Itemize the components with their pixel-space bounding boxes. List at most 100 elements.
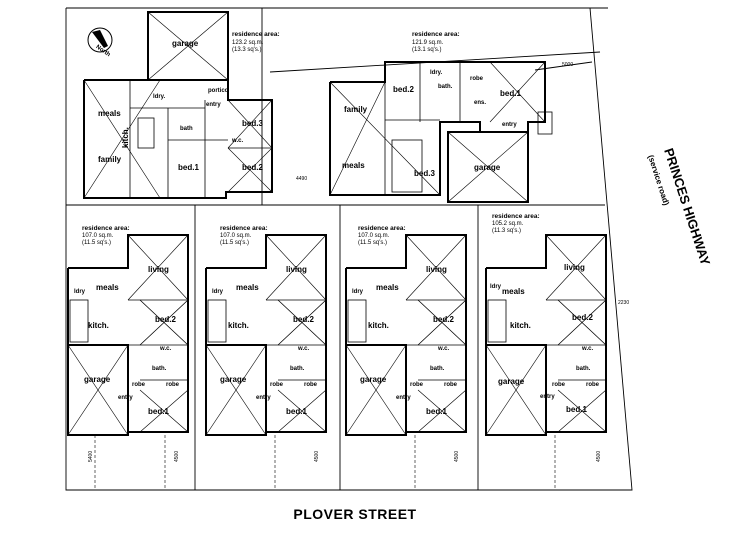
room-label: ldry.	[153, 94, 166, 100]
room-label: w.c.	[231, 138, 243, 144]
unit-6-area-label: residence area:	[492, 213, 540, 220]
room-label: living	[286, 265, 307, 274]
room-label: bed.1	[426, 407, 447, 416]
unit-4	[205, 234, 327, 436]
unit-2-area-sq: (13.1 sq's.)	[412, 47, 442, 53]
room-label: robe	[132, 382, 146, 388]
unit-4-area-sqm: 107.0 sq.m.	[220, 233, 252, 239]
room-label: robe	[444, 382, 458, 388]
room-label: ldry	[74, 289, 86, 295]
room-label: bed.1	[566, 405, 587, 414]
room-label: robe	[166, 382, 180, 388]
room-label: bed.1	[500, 89, 521, 98]
room-label: garage	[220, 375, 247, 384]
room-label: entry	[256, 395, 271, 401]
room-label: living	[426, 265, 447, 274]
unit-3-area-sqm: 107.0 sq.m.	[82, 233, 114, 239]
room-label: robe	[304, 382, 318, 388]
room-label: w.c.	[297, 346, 309, 352]
unit-5-area-sq: (11.5 sq's.)	[358, 240, 387, 246]
dimension-label: 5400	[88, 451, 94, 462]
room-label: bed.3	[414, 169, 435, 178]
room-label: family	[344, 105, 368, 114]
dimension-label: 4490	[296, 176, 307, 182]
north-arrow-icon: North	[87, 27, 113, 58]
room-label: bed.2	[293, 315, 314, 324]
unit-5-area-label: residence area:	[358, 225, 406, 232]
room-label: family	[98, 155, 122, 164]
room-label: ldry	[352, 289, 364, 295]
room-label: bed.2	[155, 315, 176, 324]
unit-3	[67, 234, 189, 436]
dimension-label: 4500	[596, 451, 602, 462]
room-label: bed.2	[572, 313, 593, 322]
room-label: bed.1	[286, 407, 307, 416]
room-label: kitch.	[368, 321, 389, 330]
room-label: robe	[552, 382, 566, 388]
site-boundary	[65, 7, 633, 491]
room-label: living	[148, 265, 169, 274]
room-label: bed.2	[393, 85, 414, 94]
unit-5	[345, 234, 467, 436]
room-label: meals	[98, 109, 121, 118]
room-label: bath.	[430, 366, 445, 372]
unit-2-area-sqm: 121.9 sq.m.	[412, 40, 444, 46]
room-label: bath.	[152, 366, 167, 372]
room-label: bath	[180, 126, 193, 132]
room-label: robe	[470, 76, 484, 82]
dimension-label: 2230	[618, 300, 629, 306]
dimension-label: 4500	[314, 451, 320, 462]
room-label: w.c.	[159, 346, 171, 352]
room-label: meals	[376, 283, 399, 292]
unit-6-area-sqm: 105.2 sq.m.	[492, 221, 524, 227]
unit-5-area-sqm: 107.0 sq.m.	[358, 233, 390, 239]
room-label: garage	[172, 39, 199, 48]
dimension-label: 4500	[454, 451, 460, 462]
street-label: PLOVER STREET	[293, 506, 417, 522]
room-label: robe	[586, 382, 600, 388]
room-label: entry	[502, 122, 517, 128]
room-label: entry	[118, 395, 133, 401]
room-label: entry	[206, 102, 221, 108]
room-label: robe	[410, 382, 424, 388]
room-label: bath.	[290, 366, 305, 372]
room-label: ldry	[212, 289, 224, 295]
unit-1	[83, 11, 273, 199]
room-label: garage	[474, 163, 501, 172]
unit-2	[329, 61, 553, 203]
room-label: bath.	[576, 366, 591, 372]
room-label: bed.2	[242, 163, 263, 172]
room-label: living	[564, 263, 585, 272]
room-label: garage	[498, 377, 525, 386]
room-label: meals	[342, 161, 365, 170]
dimension-label: 5000	[562, 62, 573, 68]
room-label: kitch.	[88, 321, 109, 330]
room-label: meals	[236, 283, 259, 292]
unit-4-area-label: residence area:	[220, 225, 268, 232]
room-label: w.c.	[437, 346, 449, 352]
room-label: bed.1	[148, 407, 169, 416]
room-label: bed.1	[178, 163, 199, 172]
unit-1-area-sq: (13.3 sq's.)	[232, 47, 262, 53]
room-label: meals	[96, 283, 119, 292]
room-label: entry	[540, 394, 555, 400]
room-label: bath.	[438, 84, 453, 90]
unit-1-area-sqm: 123.2 sq.m.	[232, 40, 264, 46]
unit-2-area-label: residence area:	[412, 31, 460, 38]
room-label: meals	[502, 287, 525, 296]
room-label: ens.	[474, 100, 486, 106]
garage-wall	[447, 131, 529, 203]
room-label: kitch.	[510, 321, 531, 330]
room-label: portico	[208, 88, 229, 94]
unit-4-area-sq: (11.5 sq's.)	[220, 240, 249, 246]
room-label: ldry	[490, 284, 502, 290]
room-label: w.c.	[581, 346, 593, 352]
highway-label: PRINCES HIGHWAY	[661, 146, 713, 267]
room-label: garage	[360, 375, 387, 384]
room-label: bed.3	[242, 119, 263, 128]
room-label: garage	[84, 375, 111, 384]
unit-6-area-sq: (11.3 sq's.)	[492, 228, 521, 234]
unit-6	[485, 234, 607, 436]
unit-3-area-label: residence area:	[82, 225, 130, 232]
